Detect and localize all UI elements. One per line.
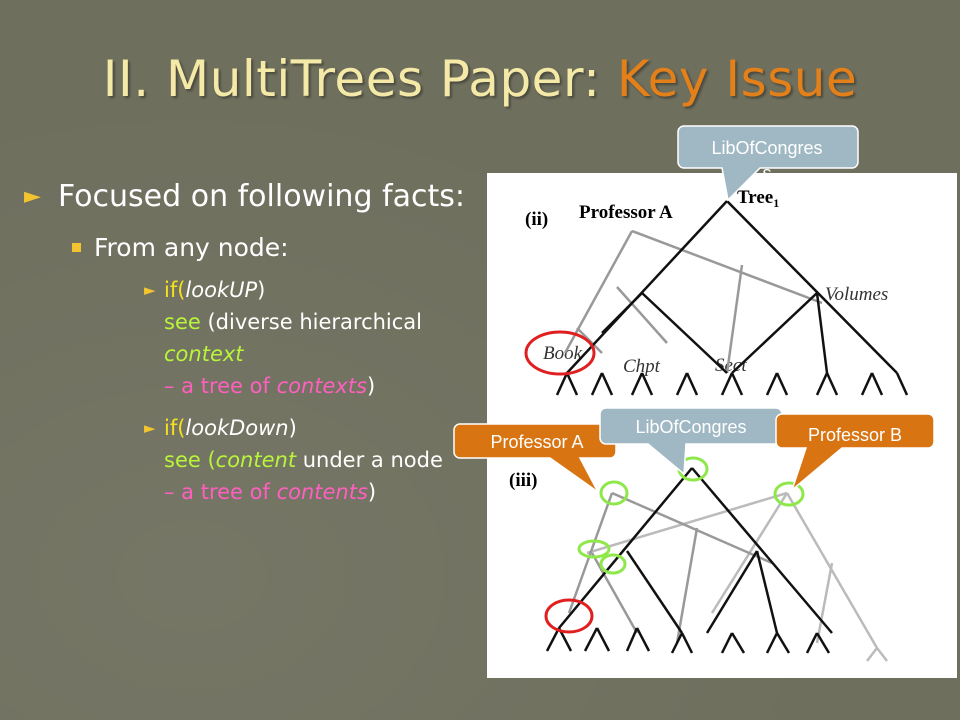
lookup-end: )	[367, 374, 376, 398]
callout-libofcongress-top: LibOfCongres s	[677, 125, 859, 202]
lookup-close: )	[257, 278, 266, 302]
volumes-label: Volumes	[825, 284, 888, 305]
svg-text:Professor A: Professor A	[490, 432, 583, 452]
bullet-list: ► Focused on following facts: From any n…	[24, 178, 474, 508]
slide-title: II. MultiTrees Paper: Key Issue	[0, 50, 960, 108]
title-main: II. MultiTrees Paper:	[102, 50, 617, 108]
lookup-see: see	[164, 310, 201, 334]
lookdown-under: under a node	[296, 448, 443, 472]
lookdown-dash: – a tree of	[164, 480, 277, 504]
bullet-focused-text: Focused on following facts:	[58, 179, 465, 214]
bullet-from-any-node: From any node:	[24, 232, 474, 264]
svg-text:LibOfCongres: LibOfCongres	[711, 138, 822, 158]
lookup-arg: lookUP	[185, 278, 258, 302]
bullet-lookup: ► if(lookUP) see (diverse hierarchical c…	[24, 274, 474, 402]
triangle-bullet-icon: ►	[24, 184, 41, 209]
bullet-lookdown: ► if(lookDown) see (content under a node…	[24, 412, 474, 508]
panel-ii-label: (ii)	[525, 209, 548, 230]
lookup-if: if(	[164, 278, 186, 302]
lookup-context: context	[164, 342, 244, 366]
professor-a-tree-ii	[563, 229, 823, 374]
multitree-diagram: (ii) Professor A Tree1 Volumes Book Chpt…	[509, 187, 909, 662]
root-highlight-circle	[544, 598, 594, 634]
book-highlight-circle	[524, 330, 596, 376]
lookdown-arg: lookDown	[185, 416, 289, 440]
triangle-bullet-icon: ►	[144, 281, 156, 299]
professor-a-tree-iii	[567, 491, 773, 644]
triangle-bullet-icon: ►	[144, 419, 156, 437]
lookdown-contents: contents	[276, 480, 368, 504]
title-accent: Key Issue	[616, 50, 858, 108]
tree1-label: Tree1	[737, 187, 779, 210]
chpt-label: Chpt	[623, 356, 661, 377]
green-highlight-circles	[577, 456, 805, 575]
lookdown-content: content	[215, 448, 297, 472]
professor-a-label: Professor A	[579, 202, 673, 223]
svg-text:s: s	[763, 163, 772, 183]
lookup-contexts: contexts	[276, 374, 368, 398]
lookdown-see: see (	[164, 448, 216, 472]
bullet-focused: ► Focused on following facts:	[24, 178, 474, 216]
lookdown-if: if(	[164, 416, 186, 440]
square-bullet-icon	[72, 243, 81, 252]
lookdown-end: )	[367, 480, 377, 504]
svg-text:Professor B: Professor B	[808, 425, 902, 445]
lookdown-close: )	[288, 416, 297, 440]
callout-professor-a: Professor A	[453, 423, 617, 493]
panel-iii-label: (iii)	[509, 470, 538, 491]
lookup-dash: – a tree of	[164, 374, 277, 398]
svg-text:LibOfCongres: LibOfCongres	[635, 417, 746, 437]
callout-libofcongress-mid: LibOfCongres	[599, 407, 783, 476]
callout-professor-b: Professor B	[775, 413, 935, 493]
book-label: Book	[543, 343, 583, 364]
bullet-from-any-node-text: From any node:	[94, 233, 289, 262]
lookup-paren: (diverse hierarchical	[200, 310, 423, 334]
tree1-tree-ii	[555, 200, 909, 396]
